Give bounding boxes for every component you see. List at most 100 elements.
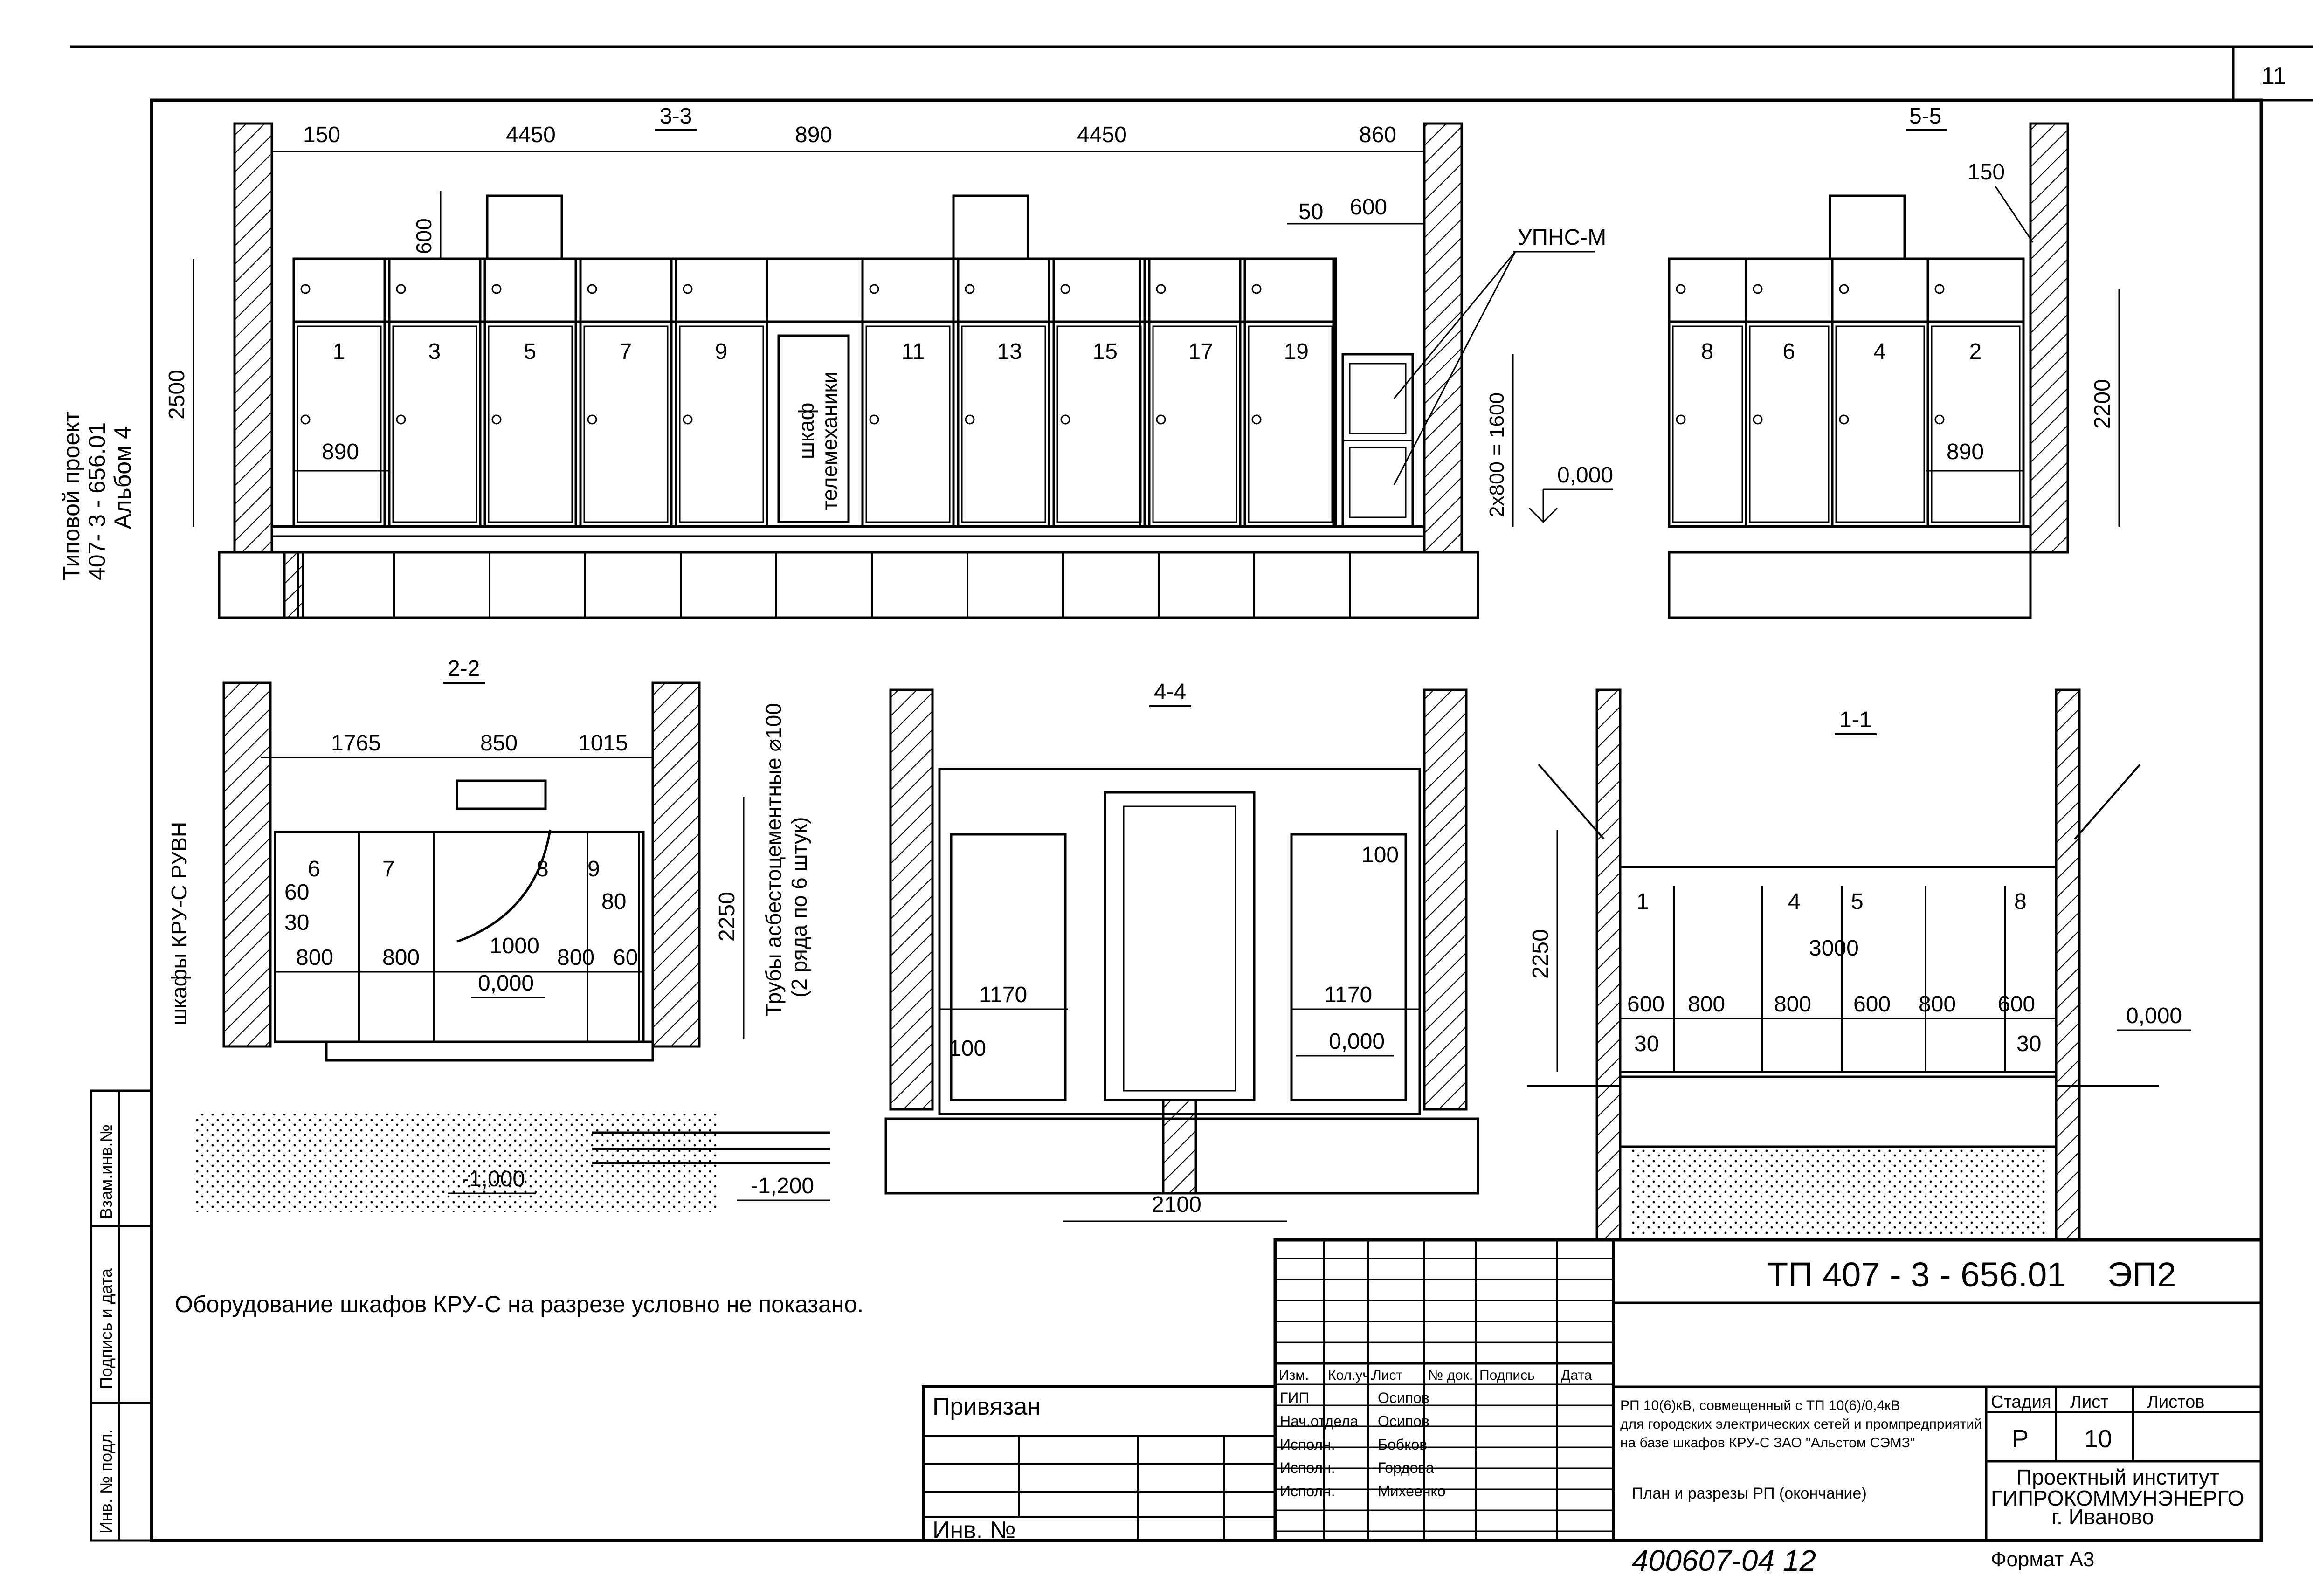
cabinet-33-13: 13: [957, 257, 1050, 528]
desc-line-1: РП 10(6)кВ, совмещенный с ТП 10(6)/0,4кВ: [1620, 1398, 1900, 1413]
svg-text:Альбом 4: Альбом 4: [110, 426, 136, 529]
cabinet-33-label: 11: [902, 339, 925, 364]
side-project-label: Типовой проект 407- 3 - 656.01 Альбом 4: [58, 411, 136, 580]
wall-left-33: [233, 122, 273, 554]
tb-role: Исполн.: [1280, 1483, 1335, 1500]
dim-11-800c: 800: [1919, 992, 1956, 1017]
dim-11-2250: 2250: [1528, 929, 1553, 979]
section-1-1-title: 1-1: [1839, 708, 1871, 732]
page-number: 11: [2261, 62, 2286, 89]
cabinet-33-15: 15: [1052, 257, 1146, 528]
cabinet-33-19: 19: [1243, 257, 1337, 528]
dim-55-150: 150: [1968, 160, 2005, 185]
cabinet-33-11: 11: [861, 257, 955, 528]
sheet-label: Лист: [2070, 1392, 2109, 1412]
cabinet-row-left-33: [292, 257, 1141, 528]
level-22-1200: -1,200: [751, 1174, 814, 1198]
cabinet-33-label: 15: [1093, 339, 1118, 364]
dim-33-600b: 600: [1350, 195, 1387, 220]
tb-header: Лист: [1372, 1368, 1402, 1383]
section-4-4-title: 4-4: [1154, 680, 1186, 704]
stamp-replace-inv: Взам.инв.№: [97, 1124, 116, 1219]
dim-11-30a: 30: [1634, 1032, 1659, 1056]
wall-left-11: [1595, 688, 1622, 1241]
dim-22-800a: 800: [296, 945, 333, 970]
dim-22-30: 30: [284, 910, 309, 935]
bound-label: Привязан: [932, 1393, 1041, 1420]
cabinet-33-label: 3: [428, 339, 441, 364]
dim-33-600: 600: [412, 218, 436, 254]
tb-header: № док.: [1428, 1368, 1473, 1383]
tb-header: Подпись: [1479, 1368, 1535, 1383]
dim-22-800b: 800: [382, 945, 420, 970]
cabinet-33-17: 17: [1148, 257, 1242, 528]
dim-33-890b: 890: [322, 440, 359, 464]
doc-code: ТП 407 - 3 - 656.01: [1767, 1255, 2066, 1294]
dim-33-50: 50: [1298, 200, 1323, 224]
tb-role: ГИП: [1280, 1390, 1309, 1406]
dim-33-4450a: 4450: [506, 123, 556, 147]
dim-11-600a: 600: [1627, 992, 1664, 1017]
level-22-1000: -1,000: [462, 1167, 525, 1191]
cabinet-33-5: 5: [483, 257, 577, 528]
cabinet-55-label: 6: [1783, 339, 1795, 364]
cabinet-55-8: 8: [1668, 257, 1747, 528]
desc-line-2: для городских электрических сетей и пром…: [1620, 1417, 1982, 1432]
level-44-0: 0,000: [1329, 1029, 1385, 1054]
dim-11-800a: 800: [1688, 992, 1725, 1017]
dim-22-2250: 2250: [715, 892, 739, 942]
inv-label: Инв. №: [932, 1517, 1015, 1544]
note-text: Оборудование шкафов КРУ-С на разрезе усл…: [175, 1291, 863, 1317]
cabinet-33-label: 1: [333, 339, 345, 364]
stage-label: Стадия: [1991, 1392, 2051, 1412]
dim-55-890: 890: [1947, 440, 1984, 464]
sheets-label: Листов: [2147, 1392, 2204, 1412]
cabinet-33-label: 7: [620, 339, 632, 364]
sheet-code: ЭП2: [2107, 1255, 2176, 1294]
dim-44-100b: 100: [949, 1036, 986, 1061]
dim-44-1170a: 1170: [979, 983, 1027, 1007]
busbox-33-a: [486, 194, 563, 260]
dim-22-1015: 1015: [578, 731, 628, 756]
tb-header: Изм.: [1279, 1368, 1309, 1383]
section-2-2-title: 2-2: [448, 656, 480, 681]
desc-line-3: на базе шкафов КРУ-С ЗАО "Альстом СЭМЗ": [1620, 1435, 1915, 1451]
dim-11-800b: 800: [1774, 992, 1811, 1017]
pipes-label-1: Трубы асбестоцементные ⌀100: [761, 703, 786, 1016]
cabinet-33-3: 3: [388, 257, 482, 528]
dim-22-800c: 800: [557, 945, 594, 970]
cabinet-33-label: 13: [997, 339, 1022, 364]
cabinet-55-label: 2: [1969, 339, 1982, 364]
tb-name: Бобков: [1378, 1436, 1427, 1453]
dim-33-860: 860: [1359, 123, 1396, 147]
telemech-label-2: телемеханики: [817, 371, 842, 510]
stamp-inv-original: Инв. № подл.: [97, 1429, 116, 1534]
cabinet-11-label: 4: [1788, 889, 1801, 914]
cabinet-55-6: 6: [1745, 257, 1834, 528]
dim-22-850: 850: [480, 731, 518, 756]
sheet-title: План и разрезы РП (окончание): [1632, 1485, 1867, 1502]
tb-role: Исполн.: [1280, 1459, 1335, 1476]
tb-name: Осипов: [1378, 1390, 1429, 1406]
tb-name: Осипов: [1378, 1413, 1429, 1430]
wall-55: [2029, 122, 2069, 554]
cabinet-11-label: 1: [1636, 889, 1649, 914]
telemech-cabinet: [777, 334, 850, 523]
dim-33-4450b: 4450: [1077, 123, 1127, 147]
dim-11-600c: 600: [1998, 992, 2035, 1017]
stage-value: Р: [2012, 1425, 2029, 1453]
cabinet-33-label: 9: [715, 339, 728, 364]
dim-22-60: 60: [284, 880, 309, 905]
dim-33-150: 150: [303, 123, 340, 147]
dim-22-1000: 1000: [490, 934, 539, 958]
level-22-0: 0,000: [478, 971, 534, 996]
upns-label: УПНС-М: [1518, 225, 1606, 250]
pipes-label-2: (2 ряда по 6 штук): [787, 817, 811, 998]
busbox-33-b: [952, 194, 1029, 260]
